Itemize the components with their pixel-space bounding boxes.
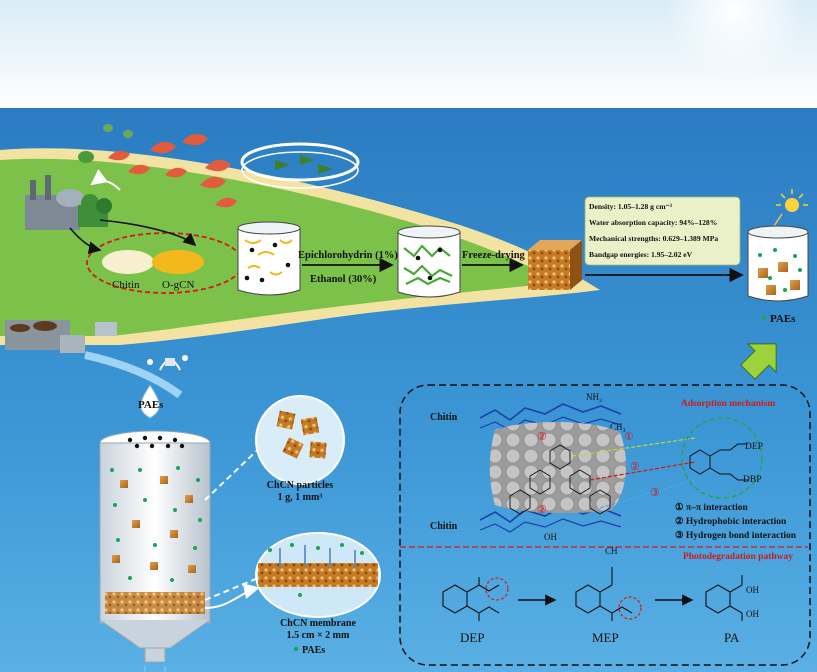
foam-cube (528, 240, 582, 290)
interaction-marker-2c: ② (630, 461, 640, 473)
pa-oh-top: OH (746, 585, 759, 595)
freeze-drying-label: Freeze-drying (462, 250, 526, 261)
reagent-epichlorohydrin: Epichlorohydrin (1%) (298, 250, 398, 261)
interaction-marker-2b: ② (537, 504, 547, 516)
oh-label-bottom: OH (544, 532, 557, 542)
particles-spec: 1 g, 1 mm³ (278, 492, 323, 503)
membrane-paes-label: PAEs (302, 645, 325, 656)
membrane-title: ChCN membrane (280, 618, 356, 629)
dep-product-label: DEP (460, 630, 485, 645)
legend-hydrophobic: ② Hydrophobic interaction (675, 516, 787, 527)
chitin-bottom-label: Chitin (430, 521, 458, 532)
interaction-marker-2a: ② (537, 431, 547, 443)
membrane-spec: 1.5 cm × 2 mm (287, 630, 350, 641)
reagent-ethanol: Ethanol (30%) (310, 274, 377, 285)
photodegradation-title: Photodegradation pathway (683, 552, 793, 562)
ogcn-label: O-gCN (162, 279, 194, 291)
interaction-marker-1: ① (624, 431, 634, 443)
pa-oh-bottom: OH (746, 609, 759, 619)
paes-legend-label: PAEs (770, 313, 796, 325)
chitin-powder (102, 250, 154, 274)
bandgap-text: Bandgap energies: 1.95–2.02 eV (589, 250, 693, 259)
ch-label: CH (605, 546, 618, 556)
mechanical-strength-text: Mechanical strengths: 0.629–1.389 MPa (589, 234, 718, 243)
interaction-marker-3: ③ (650, 487, 660, 499)
nh2-label: NH₂ (586, 392, 602, 402)
chitin-top-label: Chitin (430, 412, 458, 423)
hydrogel-beaker (398, 226, 460, 297)
pa-product-label: PA (724, 630, 740, 645)
dbp-label: DBP (743, 475, 761, 485)
legend-pi-pi: ① π–π interaction (675, 502, 748, 513)
particles-title: ChCN particles (267, 480, 333, 491)
density-text: Density: 1.05–1.28 g cm⁻³ (589, 202, 673, 211)
legend-hydrogen-bond: ③ Hydrogen bond interaction (675, 530, 797, 541)
membrane-paes-dot (294, 647, 298, 651)
mixture-beaker (238, 222, 300, 295)
water-absorption-text: Water absorption capacity: 94%–128% (589, 218, 717, 227)
membrane-slab (258, 563, 378, 587)
mep-product-label: MEP (592, 630, 619, 645)
droplet-paes-label: PAEs (138, 399, 164, 411)
particles-magnifier (256, 396, 344, 484)
paes-dot (762, 316, 766, 320)
adsorption-mechanism-title: Adsorption mechanism (681, 399, 775, 409)
dep-label: DEP (745, 442, 763, 452)
chitin-label: Chitin (112, 279, 140, 291)
ogcn-powder (152, 250, 204, 274)
